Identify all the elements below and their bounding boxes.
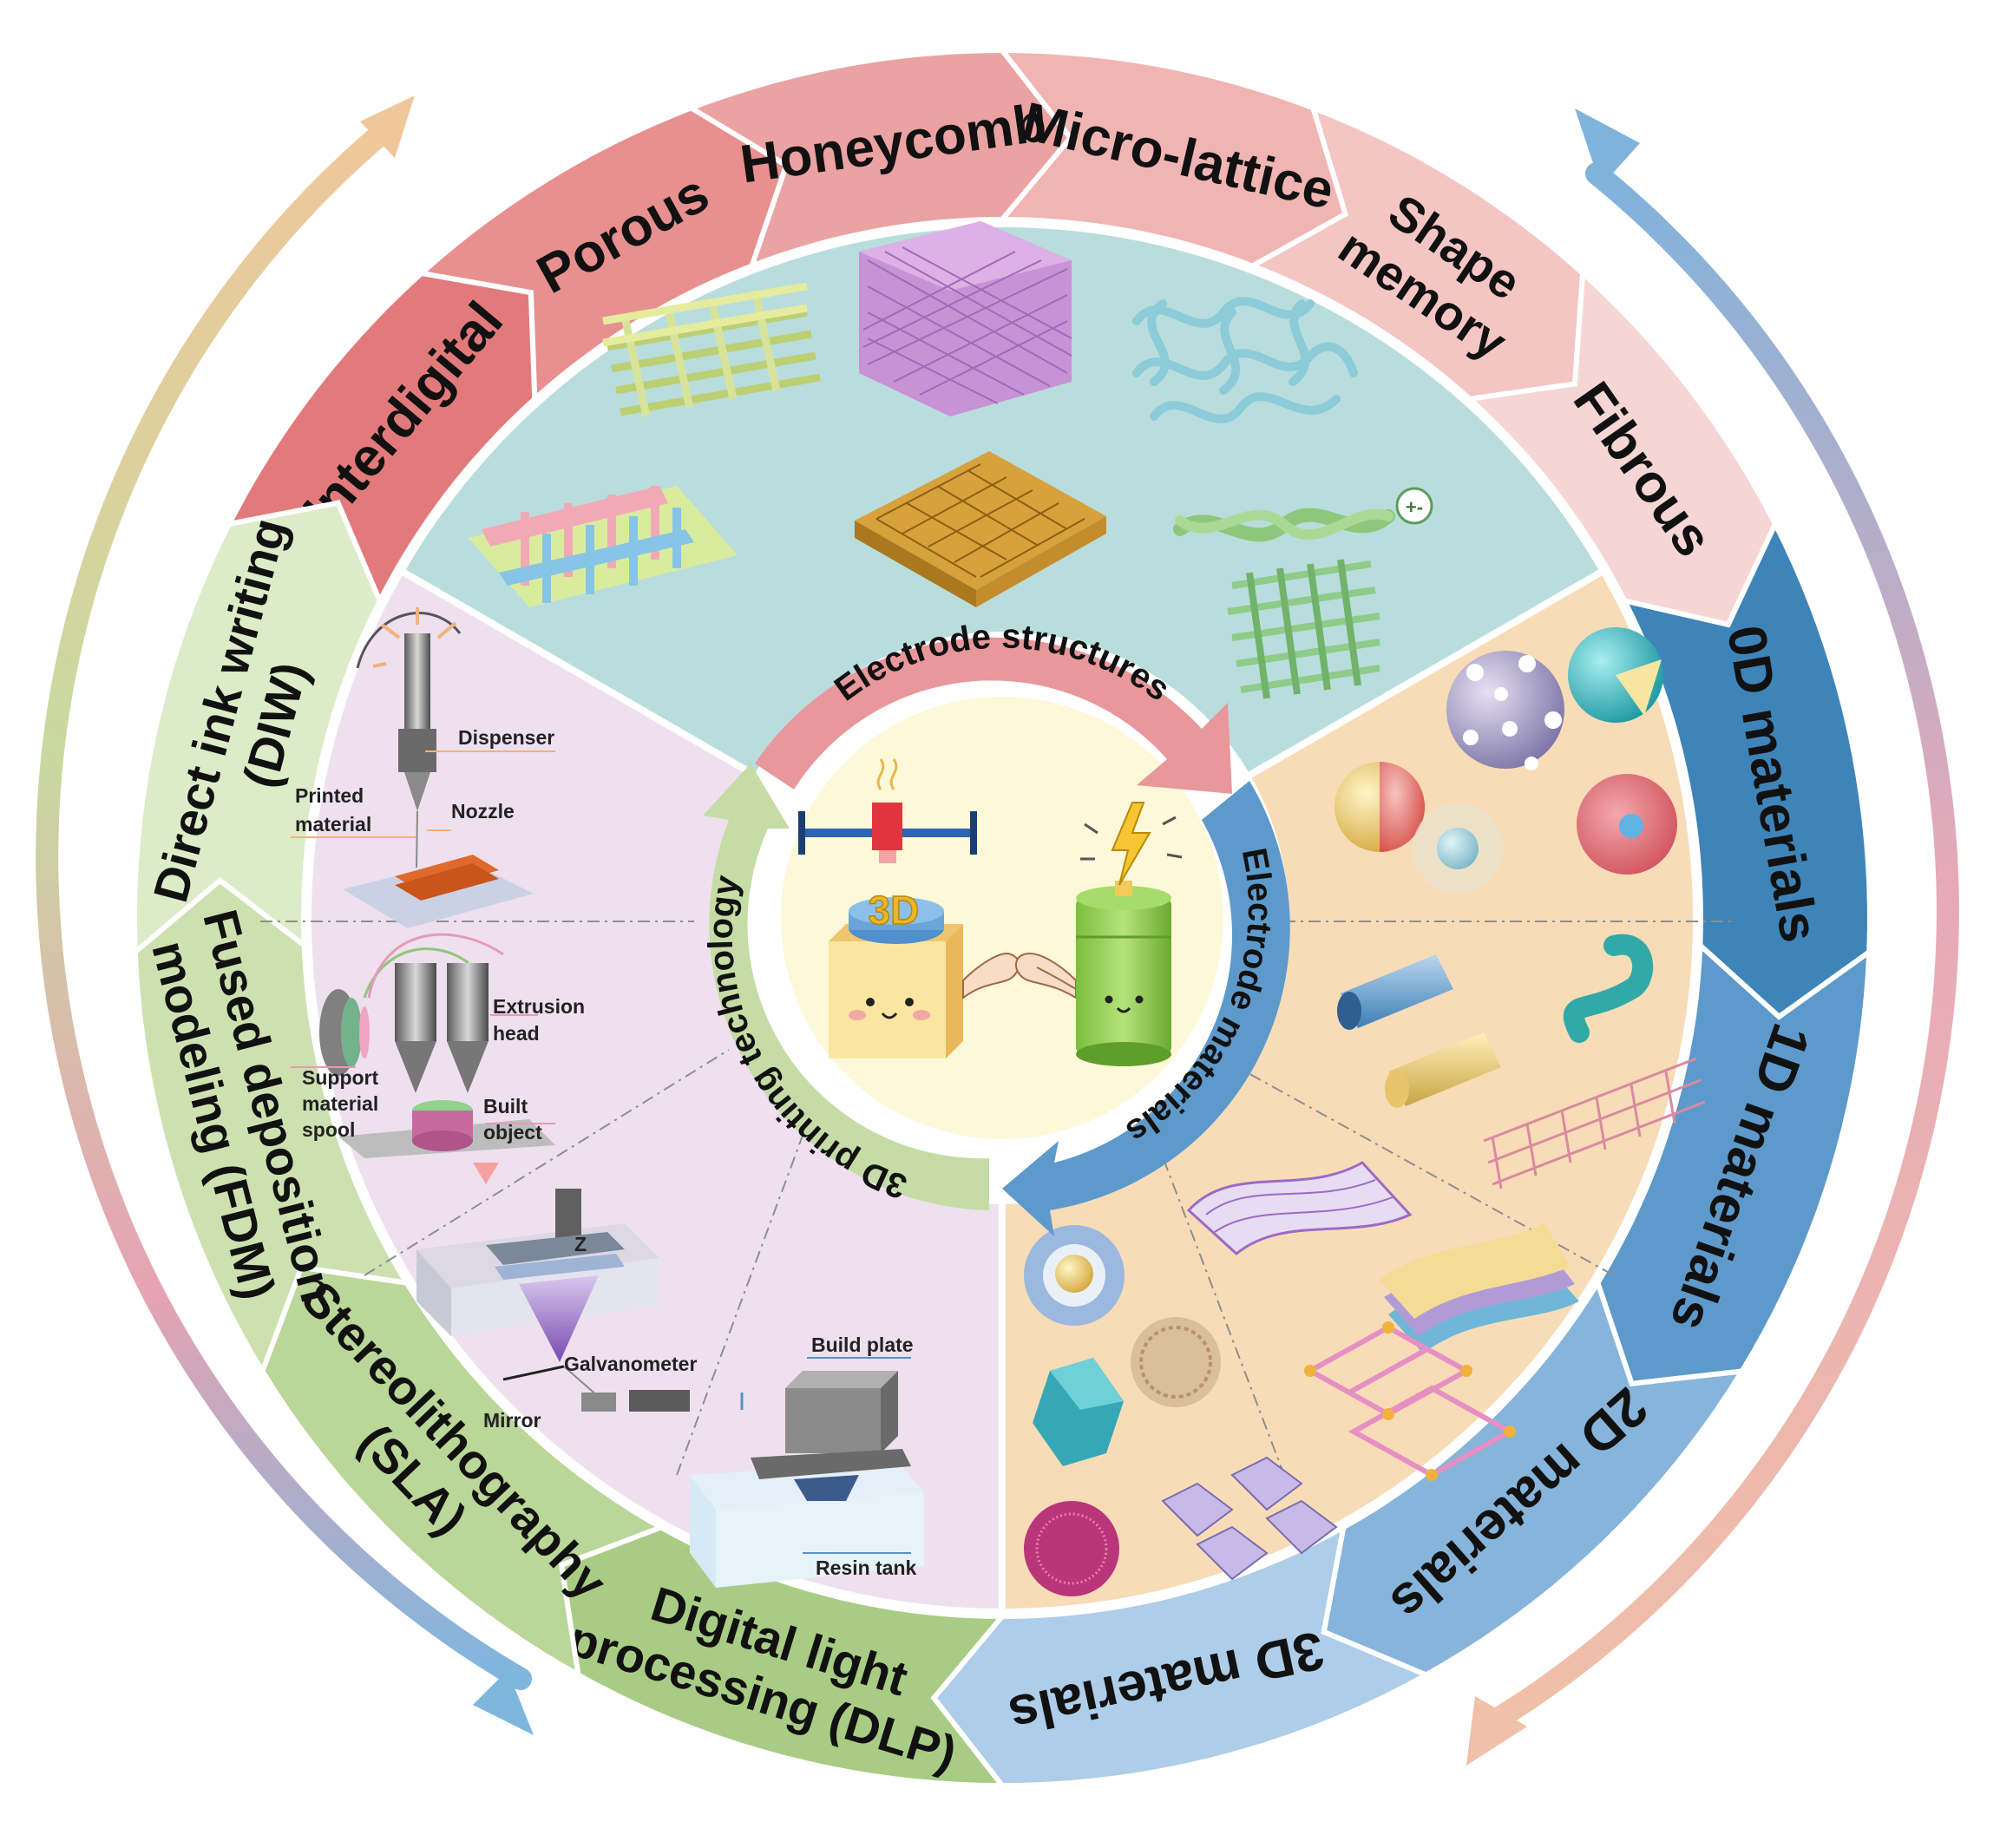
- z-axis-callout: Z: [574, 1233, 587, 1255]
- shape-memory-wave-lattice-illustration: [1132, 297, 1358, 423]
- zero-d-particles-illustration: [1334, 627, 1677, 894]
- fdm-printer-illustration: [291, 933, 555, 1184]
- dlp-printer-illustration: [690, 1357, 924, 1588]
- printed-material-callout-1: Printed: [295, 784, 364, 807]
- micro-lattice-illustration: [859, 221, 1072, 416]
- support-spool-callout-2: material: [302, 1092, 378, 1115]
- printer-gantry-icon: [798, 758, 977, 863]
- woodpile-lattice-illustration: [602, 282, 821, 417]
- two-d-sheets-illustration: [1186, 1161, 1579, 1353]
- center-arrow-materials: [1002, 781, 1290, 1236]
- extrusion-head-callout-1: Extrusion: [493, 995, 585, 1018]
- right-arrowhead-bottom-icon: [1466, 1696, 1527, 1766]
- left-arrowhead-top-icon: [360, 95, 415, 158]
- nozzle-callout: Nozzle: [451, 800, 515, 822]
- technology-segment-3: [132, 500, 383, 958]
- structures-ring: InterdigitalPorousHoneycombMicro-lattice…: [224, 47, 1779, 628]
- twisted-fiber-illustration: +-: [1173, 487, 1433, 542]
- support-spool-callout-1: Support: [302, 1066, 378, 1089]
- diw-printer-illustration: [291, 607, 555, 928]
- built-object-callout-1: Built: [483, 1095, 528, 1117]
- built-object-callout-2: object: [483, 1121, 542, 1144]
- galvanometer-callout: Galvanometer: [564, 1353, 697, 1375]
- support-spool-callout-3: spool: [302, 1118, 355, 1141]
- woven-mesh-illustration: [1227, 559, 1380, 699]
- sla-printer-illustration: [416, 1189, 690, 1412]
- battery-character-icon: [1036, 881, 1171, 1066]
- 3d-badge-text: 3D: [869, 888, 920, 933]
- right-arrowhead-top-icon: [1575, 108, 1640, 187]
- svg-text:+-: +-: [1406, 496, 1423, 518]
- resin-tank-callout: Resin tank: [816, 1556, 917, 1579]
- left-arrowhead-bottom-icon: [473, 1670, 534, 1735]
- printed-material-callout-2: material: [295, 813, 371, 836]
- fist-bump-icon: [962, 953, 1077, 999]
- lightning-bolt-icon: [1080, 802, 1183, 886]
- extrusion-head-callout-2: head: [493, 1022, 540, 1045]
- three-d-architectures-illustration: [1024, 1225, 1516, 1596]
- center-arrow-structures: [755, 637, 1232, 794]
- mirror-callout: Mirror: [483, 1409, 541, 1432]
- center-arrow-printing: [703, 763, 989, 1210]
- cube-character-icon: 3D: [829, 887, 963, 1058]
- right-cycle-arrow: [1481, 162, 1959, 1733]
- build-plate-callout: Build plate: [811, 1334, 914, 1356]
- dispenser-callout: Dispenser: [458, 726, 554, 749]
- one-d-nanostructures-illustration: [1337, 934, 1706, 1189]
- honeycomb-illustration: [855, 451, 1106, 607]
- interdigital-electrode-illustration: [469, 486, 738, 607]
- left-cycle-arrow: [36, 115, 532, 1690]
